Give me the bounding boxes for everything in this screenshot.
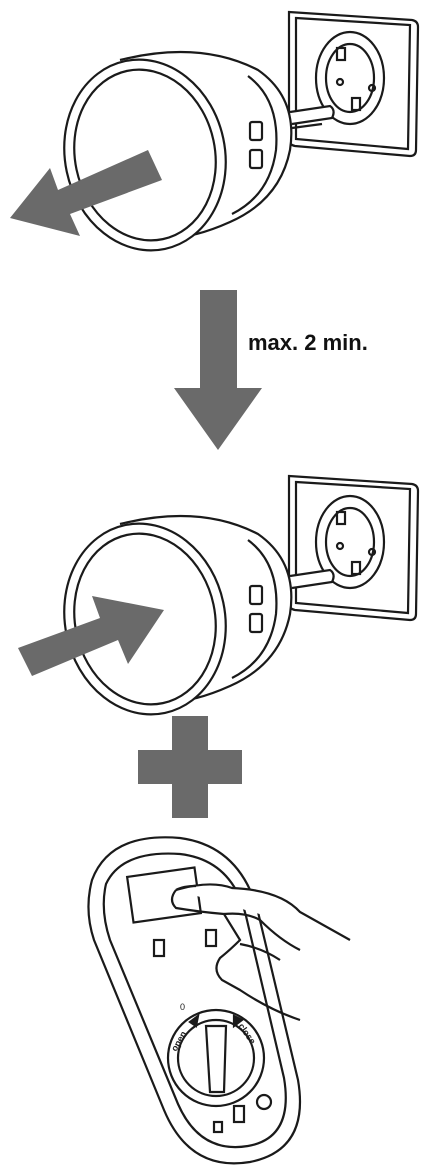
wall-socket-2 <box>289 476 418 620</box>
step-1-unplug <box>10 12 418 266</box>
plus-sign <box>138 716 242 818</box>
remote-device <box>88 837 350 1163</box>
wall-socket-1 <box>289 12 418 156</box>
timing-label: max. 2 min. <box>248 330 368 356</box>
step-2-replug <box>18 476 418 730</box>
down-arrow <box>174 290 262 450</box>
dial-label-zero: 0 <box>180 1002 185 1012</box>
